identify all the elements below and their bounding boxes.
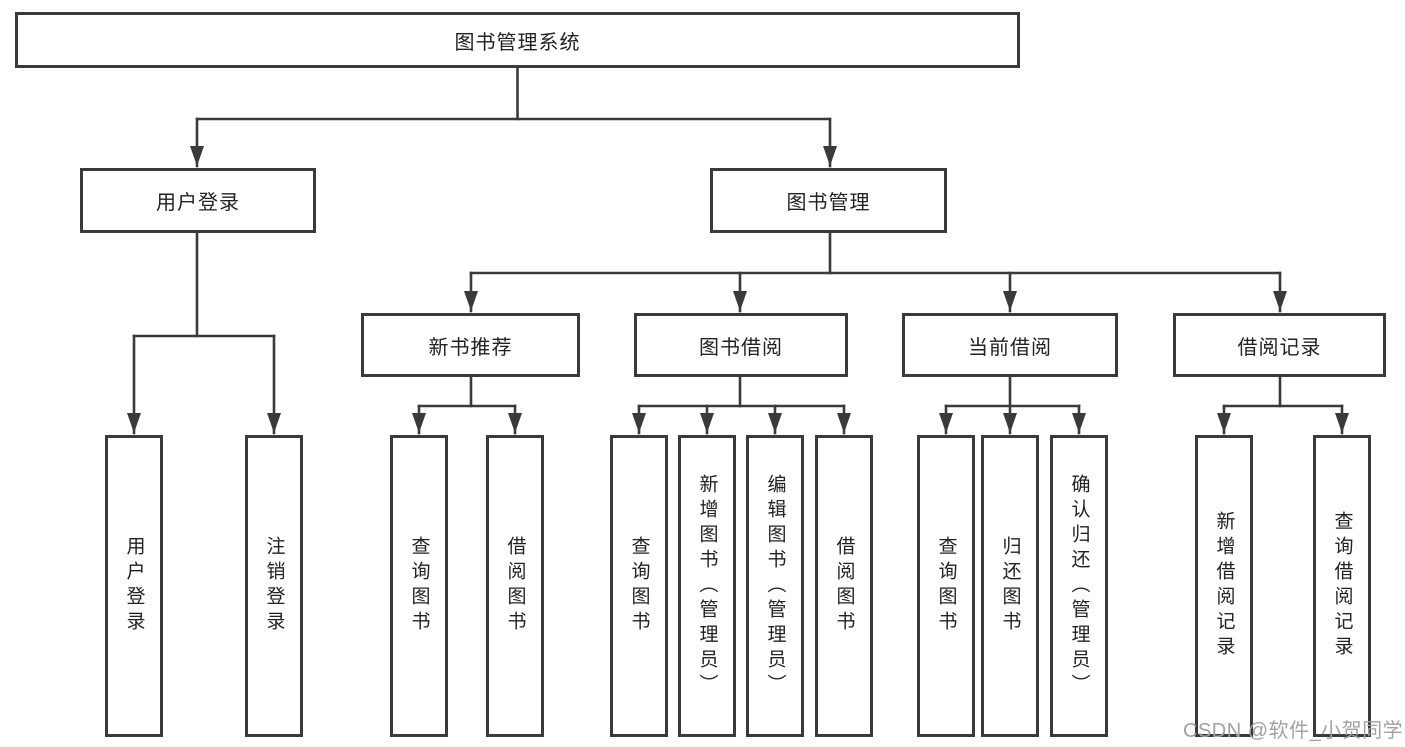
node-book-management: 图书管理 bbox=[710, 168, 947, 233]
node-user-login: 用户登录 bbox=[80, 168, 316, 233]
leaf-borrow-add-books-admin: 新增图书（管理员） bbox=[678, 435, 736, 737]
leaf-current-confirm-return-admin: 确认归还（管理员） bbox=[1050, 435, 1108, 737]
node-label: 图书借阅 bbox=[699, 336, 783, 359]
node-label: 新书推荐 bbox=[428, 336, 513, 359]
node-label: 用户登录 bbox=[156, 192, 240, 214]
leaf-label: 用户登录 bbox=[123, 536, 145, 636]
node-borrow-records: 借阅记录 bbox=[1173, 313, 1386, 377]
leaf-borrow-borrow-books: 借阅图书 bbox=[815, 435, 873, 737]
node-label: 图书管理 bbox=[786, 192, 871, 214]
node-label: 当前借阅 bbox=[968, 336, 1052, 359]
node-new-book-recommend: 新书推荐 bbox=[361, 313, 580, 377]
leaf-label: 归还图书 bbox=[999, 536, 1021, 636]
node-book-borrow: 图书借阅 bbox=[634, 313, 848, 377]
node-label: 图书管理系统 bbox=[454, 31, 581, 54]
leaf-recommend-borrow-books: 借阅图书 bbox=[486, 435, 544, 737]
leaf-logout: 注销登录 bbox=[245, 435, 303, 737]
leaf-label: 借阅图书 bbox=[833, 536, 855, 636]
leaf-label: 新增图书（管理员） bbox=[696, 473, 718, 699]
leaf-label: 查询图书 bbox=[935, 536, 957, 636]
leaf-label: 借阅图书 bbox=[504, 536, 526, 636]
leaf-recommend-query-books: 查询图书 bbox=[390, 435, 448, 737]
leaf-current-query-books: 查询图书 bbox=[917, 435, 975, 737]
leaf-borrow-edit-books-admin: 编辑图书（管理员） bbox=[746, 435, 804, 737]
leaf-label: 查询借阅记录 bbox=[1331, 511, 1353, 661]
node-label: 借阅记录 bbox=[1237, 336, 1322, 359]
leaf-label: 查询图书 bbox=[408, 536, 430, 636]
leaf-label: 查询图书 bbox=[628, 536, 650, 636]
leaf-borrow-query-books: 查询图书 bbox=[610, 435, 668, 737]
leaf-records-add-record: 新增借阅记录 bbox=[1195, 435, 1253, 737]
leaf-label: 编辑图书（管理员） bbox=[764, 473, 786, 699]
leaf-label: 注销登录 bbox=[263, 536, 285, 636]
leaf-label: 确认归还（管理员） bbox=[1068, 473, 1090, 699]
node-library-system-root: 图书管理系统 bbox=[15, 12, 1020, 68]
csdn-watermark: CSDN @软件_小贺同学 bbox=[1183, 720, 1404, 742]
leaf-user-login: 用户登录 bbox=[105, 435, 163, 737]
node-current-borrow: 当前借阅 bbox=[902, 313, 1118, 377]
leaf-current-return-books: 归还图书 bbox=[981, 435, 1039, 737]
leaf-records-query-record: 查询借阅记录 bbox=[1313, 435, 1371, 737]
leaf-label: 新增借阅记录 bbox=[1213, 511, 1235, 661]
